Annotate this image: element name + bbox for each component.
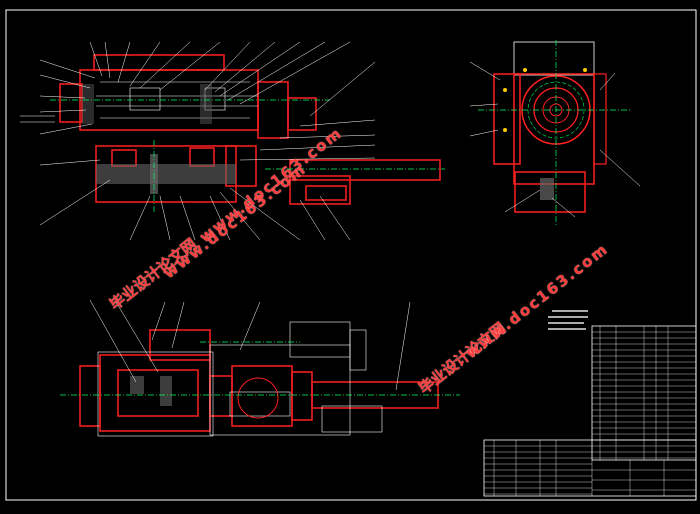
parts-list-table [591, 325, 697, 461]
sheet-border [5, 9, 697, 501]
bottom-plan-view [60, 299, 460, 437]
title-block [483, 439, 697, 497]
top-right-side-view [469, 40, 641, 225]
technical-notes [548, 310, 588, 330]
top-left-section-view [20, 41, 445, 241]
